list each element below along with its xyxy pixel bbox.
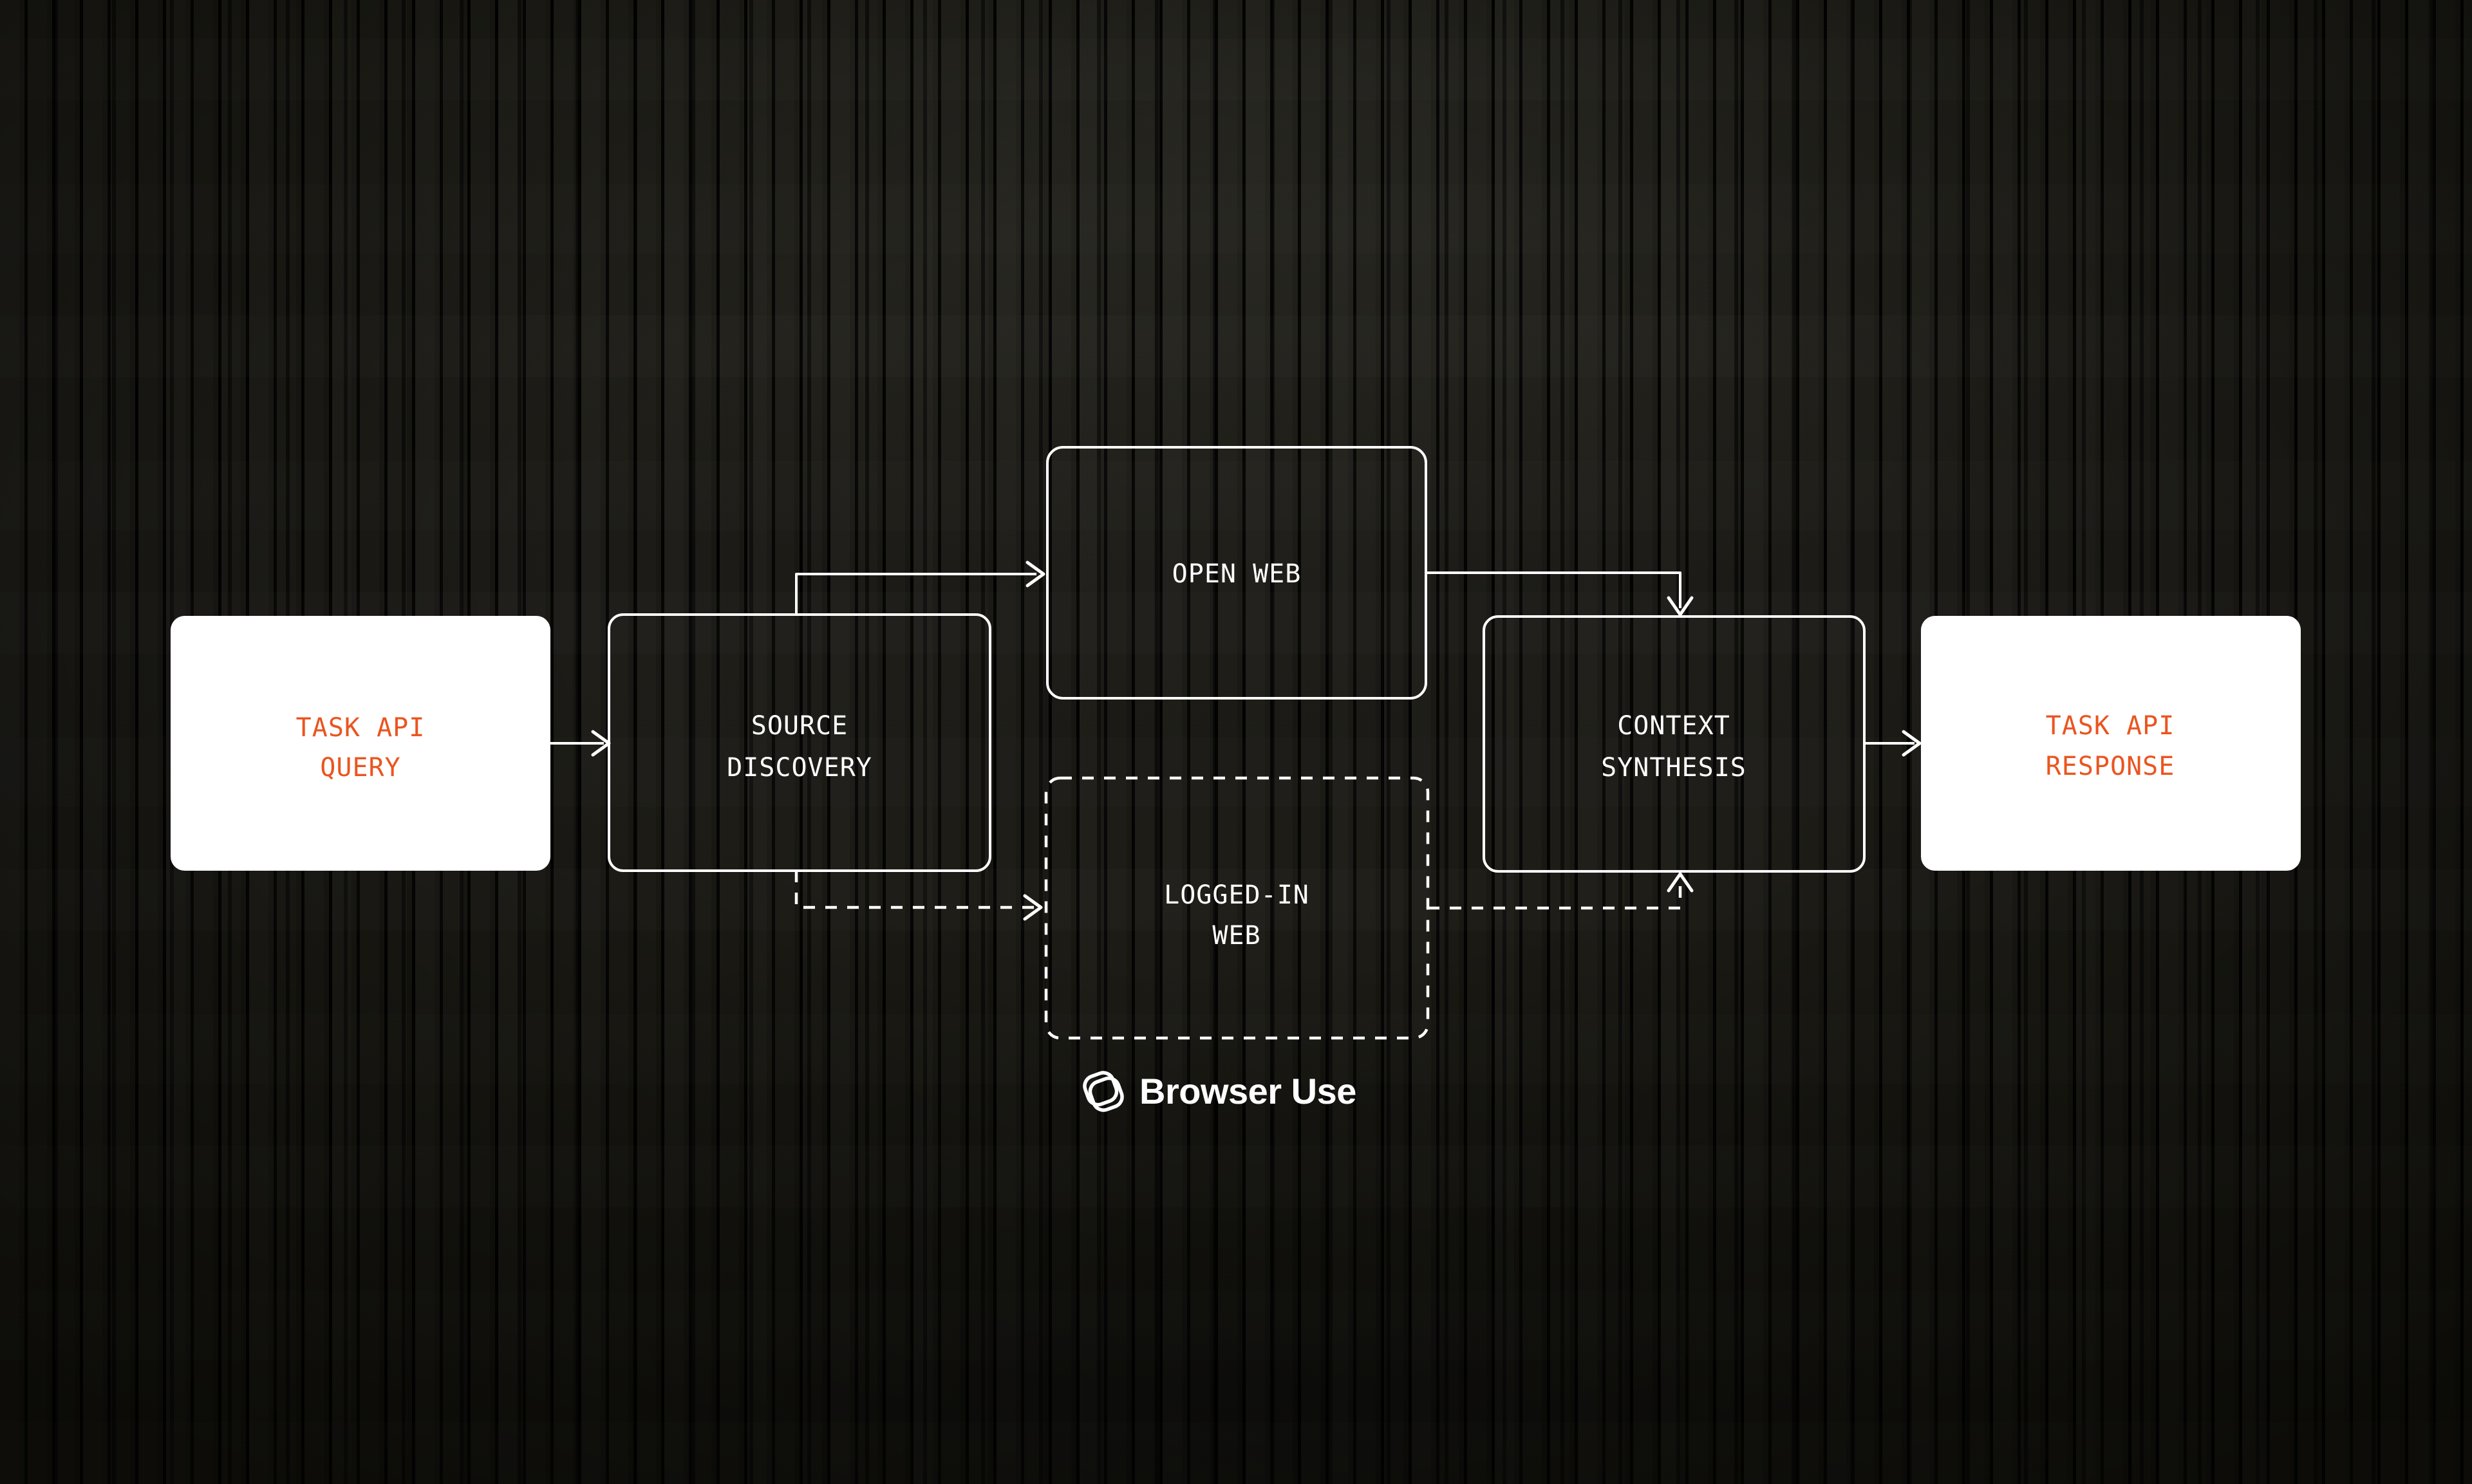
node-open-web-label-line1: OPEN WEB [1172,559,1302,589]
edge-query-to-discovery [550,730,611,757]
node-logged-in-web[interactable]: LOGGED-IN WEB [1044,776,1430,1040]
brand-name: Browser Use [1139,1071,1356,1111]
atom-orbit-icon [1083,1071,1124,1112]
node-task-api-query-shape [171,616,550,871]
edge-logged-in-web-to-synthesis [1428,872,1694,910]
edge-discovery-to-open-web [795,561,1045,615]
node-task-api-response[interactable]: TASK API RESPONSE [1921,616,2301,871]
node-context-synthesis-label-line1: CONTEXT [1617,711,1730,741]
node-open-web[interactable]: OPEN WEB [1046,446,1427,700]
node-source-discovery-shape [608,613,991,872]
node-task-api-query-label-line2: QUERY [320,753,400,783]
node-source-discovery-label-line1: SOURCE [751,711,848,741]
node-task-api-response-label-line2: RESPONSE [2046,752,2175,781]
edge-discovery-to-logged-in-web [794,871,1043,921]
node-logged-in-web-label-line2: WEB [1212,921,1260,951]
edge-synthesis-to-response [1864,730,1922,757]
node-task-api-response-label-line1: TASK API [2046,711,2175,741]
node-context-synthesis-label-line2: SYNTHESIS [1601,753,1746,783]
node-source-discovery[interactable]: SOURCE DISCOVERY [608,613,991,872]
node-logged-in-web-shape [1044,776,1430,1040]
node-open-web-shape [1046,446,1427,700]
node-logged-in-web-label-line1: LOGGED-IN [1164,880,1309,910]
node-task-api-response-shape [1921,616,2301,871]
edge-open-web-to-synthesis [1426,571,1694,617]
node-context-synthesis[interactable]: CONTEXT SYNTHESIS [1483,615,1866,873]
node-source-discovery-label-line2: DISCOVERY [727,753,872,783]
node-task-api-query-label-line1: TASK API [296,713,426,743]
node-task-api-query[interactable]: TASK API QUERY [171,616,550,871]
node-context-synthesis-shape [1483,615,1866,873]
brand-lockup: Browser Use [1082,1070,1356,1113]
